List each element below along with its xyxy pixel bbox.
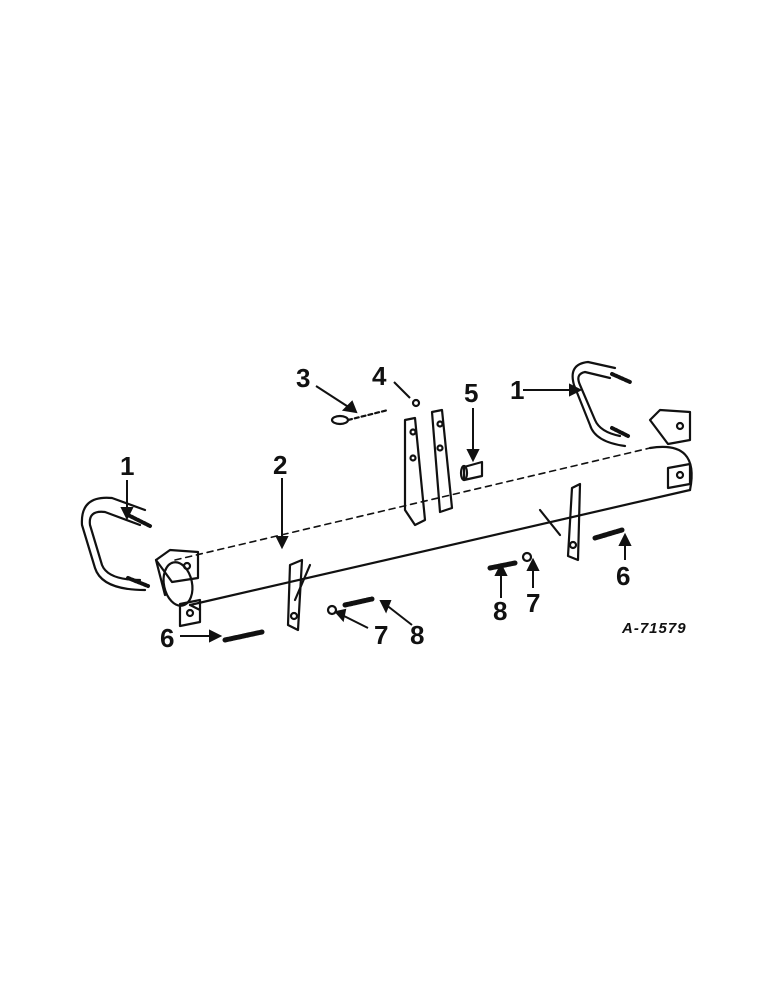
hanging-brackets xyxy=(286,482,582,632)
callout-1-left: 1 xyxy=(120,451,135,481)
callout-7-right: 7 xyxy=(526,588,541,618)
callout-2: 2 xyxy=(273,450,288,480)
cotter-pin-drawing xyxy=(411,398,421,408)
right-mount-brackets xyxy=(648,408,692,490)
callout-5: 5 xyxy=(464,378,479,408)
tool-bar-drawing xyxy=(162,445,693,612)
callout-3: 3 xyxy=(296,363,311,393)
callout-6-right: 6 xyxy=(616,561,631,591)
reference-number: A-71579 xyxy=(622,620,687,637)
pin-drawing xyxy=(330,408,390,426)
leader-arrows xyxy=(120,381,632,643)
callout-8-right: 8 xyxy=(493,596,508,626)
spacer-drawing xyxy=(459,460,484,482)
callout-8-center: 8 xyxy=(410,620,425,650)
callout-6-left: 6 xyxy=(160,623,175,653)
callout-7-center: 7 xyxy=(374,620,389,650)
callout-1-right: 1 xyxy=(510,375,525,405)
center-upright-plates xyxy=(403,408,454,527)
bolts-nuts-drawing xyxy=(222,527,625,643)
right-u-bolt-drawing xyxy=(571,360,632,448)
callout-4: 4 xyxy=(372,361,387,391)
left-u-bolt-drawing xyxy=(80,496,152,592)
left-mount-brackets xyxy=(154,548,202,628)
